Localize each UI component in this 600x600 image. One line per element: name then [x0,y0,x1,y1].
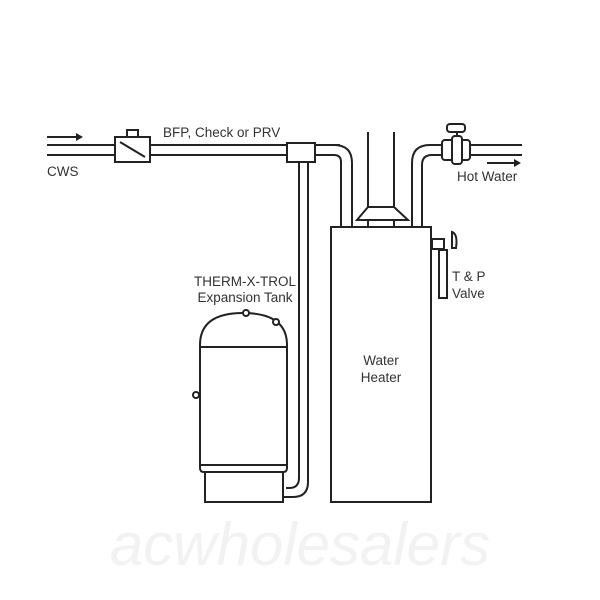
water-heater [330,226,432,503]
hot-water-arrow-icon [487,159,521,167]
watermark: acwholesalers [110,511,490,578]
shutoff-valve-icon [441,123,471,165]
bfp-valve-icon [114,129,151,163]
tp-label-2: Valve [452,286,485,301]
hot-water-pipe [411,144,522,227]
heater-label-2: Heater [361,370,402,385]
tee-fitting [284,142,316,498]
tp-valve-icon [431,230,458,299]
cws-arrow-icon [47,133,83,141]
expansion-tank [192,309,288,503]
hot-water-label: Hot Water [457,169,518,184]
tp-label-1: T & P [452,269,486,284]
tank-label-2: Expansion Tank [197,290,292,305]
tank-label-1: THERM-X-TROL [194,274,296,289]
heater-label-1: Water [363,353,399,368]
flue [354,132,411,228]
bfp-label: BFP, Check or PRV [163,125,280,140]
cws-label: CWS [47,164,79,179]
